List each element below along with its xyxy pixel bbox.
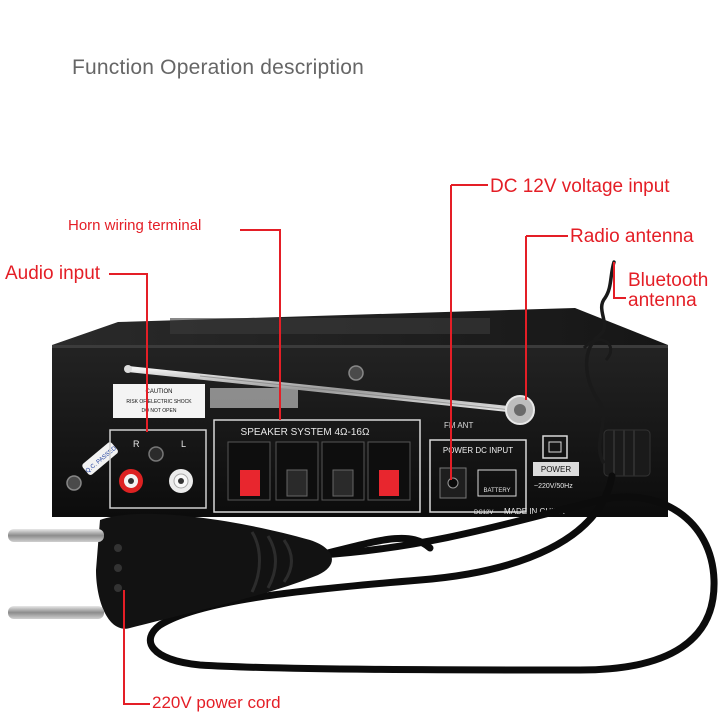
dc-jack[interactable] bbox=[439, 467, 467, 499]
body-edge bbox=[52, 345, 668, 348]
speaker-terminal-panel bbox=[213, 419, 421, 513]
audio-input-label: Audio input bbox=[5, 263, 101, 284]
power-switch-box bbox=[542, 435, 568, 459]
power-text: POWER bbox=[541, 465, 571, 474]
power-dc-input-text: POWER DC INPUT bbox=[443, 446, 513, 455]
fm-ant-text: FM ANT bbox=[444, 421, 473, 430]
power-dc-panel bbox=[429, 439, 527, 513]
callout-line-horn bbox=[240, 229, 281, 420]
top-label-strip bbox=[170, 318, 490, 334]
power-cord-strain-relief bbox=[603, 429, 651, 477]
speaker-terminal-black-right[interactable] bbox=[286, 469, 308, 497]
bluetooth-antenna-wire bbox=[584, 260, 616, 464]
risk-text: RISK OF ELECTRIC SHOCK bbox=[126, 399, 192, 405]
horn-wiring-terminal-label: Horn wiring terminal bbox=[68, 217, 202, 234]
caution-text: CAUTION bbox=[146, 389, 173, 395]
plug-pin-top bbox=[8, 529, 104, 542]
bluetooth-label-line1: Bluetooth bbox=[628, 270, 709, 291]
bluetooth-label-line2: antenna bbox=[628, 290, 697, 311]
speaker-terminal-black-left[interactable] bbox=[332, 469, 354, 497]
battery-box bbox=[477, 469, 517, 497]
speaker-system-text: SPEAKER SYSTEM 4Ω-16Ω bbox=[241, 427, 370, 438]
speaker-terminal-red-left[interactable] bbox=[379, 470, 399, 496]
plug-pin-bottom bbox=[8, 606, 104, 619]
screw-left bbox=[66, 475, 82, 491]
speaker-terminal-red-right[interactable] bbox=[240, 470, 260, 496]
do-not-open-text: DO NOT OPEN bbox=[142, 408, 177, 414]
radio-antenna bbox=[124, 365, 535, 425]
channel-r-label: R bbox=[133, 439, 140, 449]
dc-input-label: DC 12V voltage input bbox=[490, 176, 670, 197]
screw-top-center bbox=[348, 365, 364, 381]
dc12v-text: DC12V bbox=[474, 510, 493, 516]
channel-l-label: L bbox=[181, 439, 186, 449]
callout-line-radio bbox=[525, 235, 568, 400]
caution-small-print bbox=[210, 388, 298, 408]
made-in-china-text: MADE IN CHINA bbox=[504, 507, 565, 516]
voltage-text: ~220V/50Hz bbox=[534, 483, 573, 490]
power-label-box bbox=[533, 462, 579, 476]
power-cord-label: 220V power cord bbox=[152, 693, 281, 712]
radio-antenna-label: Radio antenna bbox=[570, 226, 694, 247]
power-plug bbox=[8, 513, 332, 629]
audio-input-panel bbox=[109, 429, 207, 509]
callout-line-dc bbox=[450, 184, 488, 480]
battery-text: BATTERY bbox=[483, 488, 510, 494]
power-cord-cable bbox=[146, 472, 718, 674]
callout-line-power bbox=[123, 590, 150, 705]
callout-line-bluetooth bbox=[613, 262, 626, 299]
rca-knob bbox=[148, 446, 164, 462]
callout-line-audio bbox=[109, 273, 148, 432]
caution-label bbox=[113, 384, 205, 418]
page-title: Function Operation description bbox=[72, 56, 364, 79]
callout-lines bbox=[109, 184, 626, 705]
bluetooth-antenna-label: Bluetooth antenna bbox=[628, 271, 708, 311]
